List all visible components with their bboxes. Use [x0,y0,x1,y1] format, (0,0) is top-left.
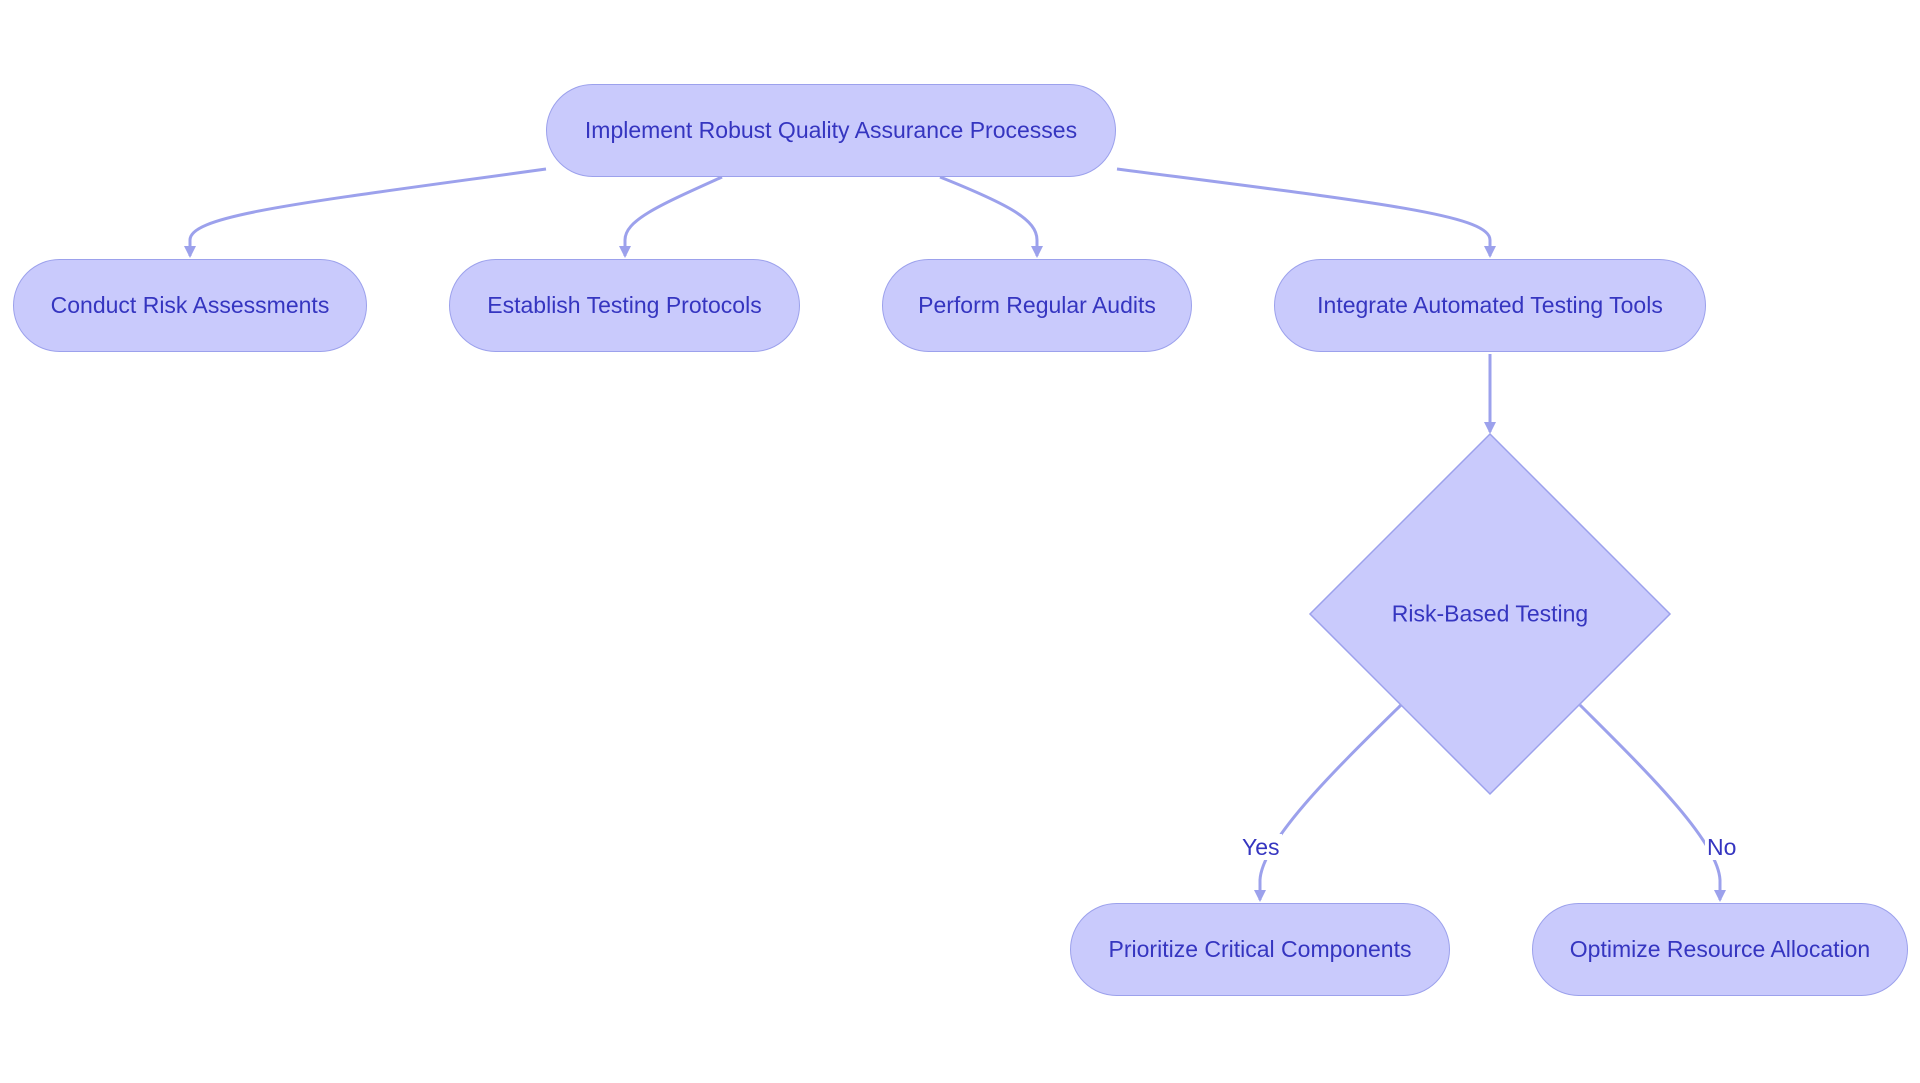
node-regular-audits[interactable]: Perform Regular Audits [882,259,1192,352]
node-optimize-resources[interactable]: Optimize Resource Allocation [1532,903,1908,996]
edge-root-to-regular-audits [939,175,1043,258]
edge-risk-based-testing-to-prioritize [1254,703,1403,902]
edge-root-to-testing-protocols [619,175,723,258]
edge-label-no: No [1705,834,1739,860]
risk-based-testing-diamond[interactable] [1308,432,1672,796]
edge-label-yes: Yes [1240,834,1282,860]
node-risk-assessments[interactable]: Conduct Risk Assessments [13,259,367,352]
node-risk-based-testing-label: Risk-Based Testing [1391,600,1589,627]
edge-risk-based-testing-to-optimize [1578,703,1726,902]
edge-root-to-risk-assessments [184,167,547,258]
node-prioritize-components[interactable]: Prioritize Critical Components [1070,903,1450,996]
node-testing-protocols[interactable]: Establish Testing Protocols [449,259,800,352]
node-automated-tools[interactable]: Integrate Automated Testing Tools [1274,259,1706,352]
edge-root-to-automated-tools [1116,167,1496,258]
node-root[interactable]: Implement Robust Quality Assurance Proce… [546,84,1116,177]
